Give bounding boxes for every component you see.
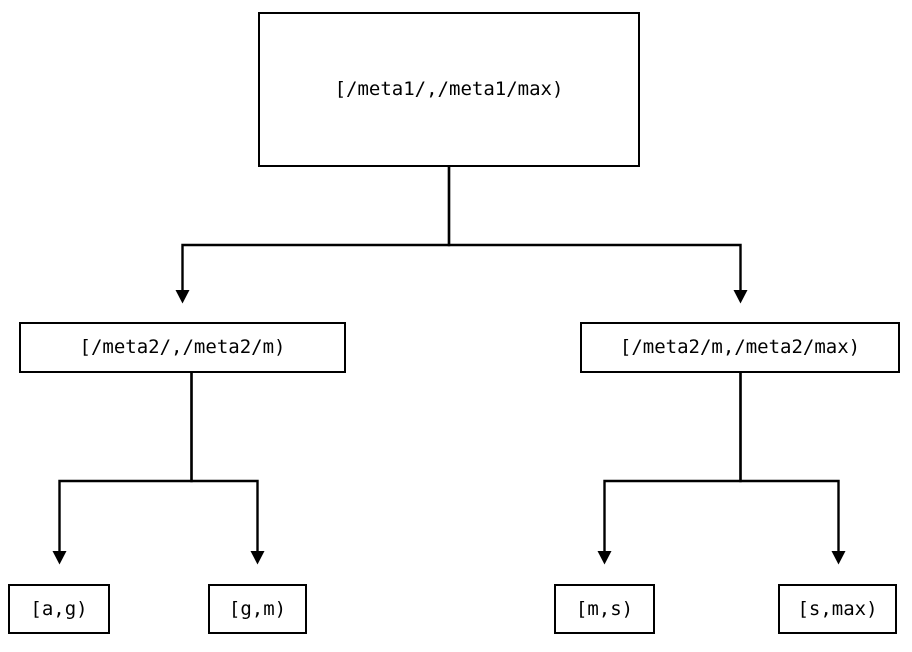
node-mid-left[interactable]: [/meta2/,/meta2/m) (19, 322, 346, 373)
arrowhead-icon (175, 290, 190, 304)
edge-mid-right-to-leaf-ms (597, 373, 742, 565)
node-leaf-ag[interactable]: [a,g) (8, 584, 110, 634)
node-mid-right[interactable]: [/meta2/m,/meta2/max) (580, 322, 900, 373)
edge-mid-left-to-leaf-ag (52, 373, 193, 565)
edge-root-to-mid-left (175, 167, 451, 304)
node-leaf-gm-label: [g,m) (228, 597, 287, 620)
node-leaf-ms-label: [m,s) (575, 597, 634, 620)
arrowhead-icon (250, 551, 265, 565)
arrowhead-icon (52, 551, 67, 565)
arrowhead-icon (733, 290, 748, 304)
node-mid-left-label: [/meta2/,/meta2/m) (79, 336, 286, 358)
node-root[interactable]: [/meta1/,/meta1/max) (258, 12, 640, 167)
arrowhead-icon (597, 551, 612, 565)
node-leaf-smax[interactable]: [s,max) (778, 584, 897, 634)
node-leaf-ag-label: [a,g) (30, 597, 88, 620)
node-leaf-smax-label: [s,max) (797, 597, 878, 620)
node-leaf-ms[interactable]: [m,s) (554, 584, 655, 634)
edge-root-to-mid-right (447, 167, 748, 304)
node-mid-right-label: [/meta2/m,/meta2/max) (619, 336, 861, 358)
node-leaf-gm[interactable]: [g,m) (208, 584, 307, 634)
edge-mid-left-to-leaf-gm (190, 373, 265, 565)
arrowhead-icon (831, 551, 846, 565)
node-root-label: [/meta1/,/meta1/max) (334, 78, 564, 100)
edge-mid-right-to-leaf-smax (739, 373, 846, 565)
